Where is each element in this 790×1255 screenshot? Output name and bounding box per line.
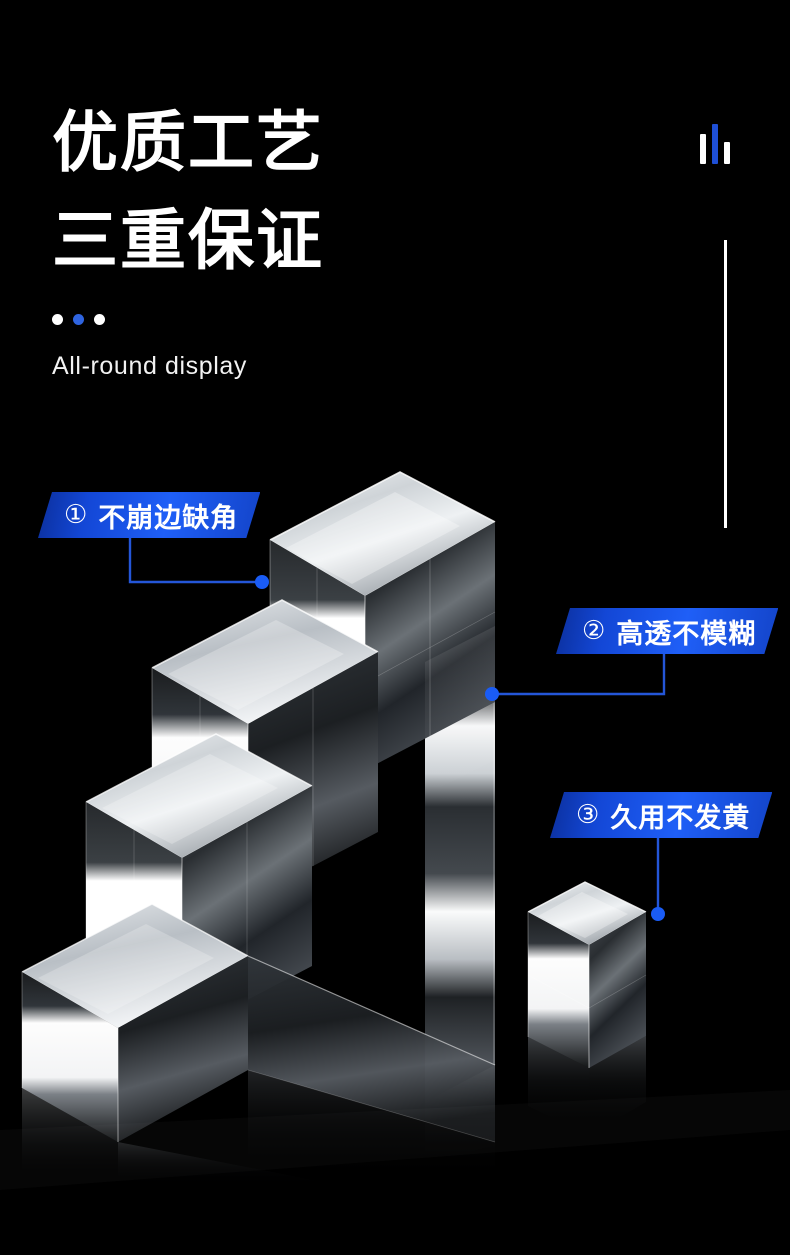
crystal-single-cube: [527, 881, 647, 1136]
callout-badge-1[interactable]: ① 不崩边缺角: [38, 492, 260, 538]
crystal-cube-photo: [0, 430, 790, 1190]
crystal-cube-tier-4: [21, 903, 249, 1142]
dot-white-1: [52, 314, 63, 325]
bar-white-left-icon: [700, 134, 706, 164]
decorative-dots: [52, 314, 105, 325]
page-subtitle: All-round display: [52, 352, 248, 380]
callout-number-3: ③: [576, 800, 601, 830]
callout-badge-2[interactable]: ② 高透不模糊: [556, 608, 778, 654]
vertical-rule: [724, 240, 727, 528]
dot-accent: [73, 314, 84, 325]
callout-label-1: 不崩边缺角: [98, 502, 239, 534]
callout-number-1: ①: [64, 500, 89, 530]
callout-label-3: 久用不发黄: [610, 802, 751, 834]
callout-label-2: 高透不模糊: [616, 618, 757, 650]
page-title-line-1: 优质工艺: [52, 104, 324, 181]
floor-reflection: [22, 1065, 495, 1190]
callout-number-2: ②: [582, 616, 607, 646]
bar-chart-icon: [700, 124, 730, 164]
page-title-line-2: 三重保证: [52, 202, 324, 279]
bar-white-right-icon: [724, 142, 730, 164]
callout-badge-3[interactable]: ③ 久用不发黄: [550, 792, 772, 838]
dot-white-2: [94, 314, 105, 325]
bar-blue-middle-icon: [712, 124, 718, 164]
